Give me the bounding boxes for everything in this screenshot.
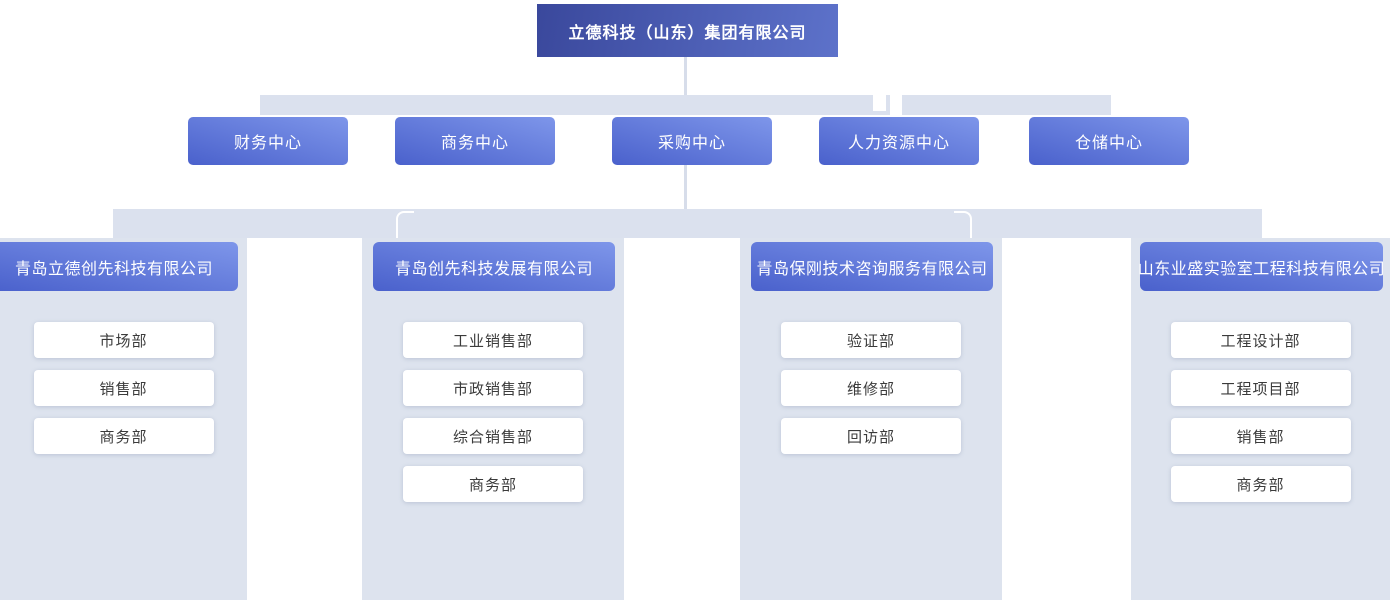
bracket-corner-right	[954, 211, 972, 239]
department-name: 工程项目部	[1220, 380, 1301, 398]
center-node-label: 仓储中心	[1074, 135, 1143, 152]
department-name: 工程设计部	[1220, 332, 1301, 350]
department-name: 综合销售部	[452, 428, 533, 446]
center-node-label: 商务中心	[440, 135, 509, 152]
center-node: 商务中心	[395, 117, 555, 165]
department-node: 维修部	[781, 370, 961, 406]
department-node: 商务部	[403, 466, 583, 502]
subsidiary-name: 青岛创先科技发展有限公司	[394, 260, 593, 278]
department-list: 工业销售部 市政销售部 综合销售部 商务部	[362, 322, 624, 502]
department-node: 市政销售部	[403, 370, 583, 406]
department-list: 市场部 销售部 商务部	[0, 322, 247, 454]
department-node: 销售部	[1170, 418, 1351, 454]
department-node: 验证部	[781, 322, 961, 358]
department-node: 市场部	[33, 322, 214, 358]
org-root-label: 立德科技（山东）集团有限公司	[568, 24, 807, 42]
department-name: 维修部	[846, 380, 895, 398]
department-node: 回访部	[781, 418, 961, 454]
department-name: 工业销售部	[452, 332, 533, 350]
connector-root-to-centers	[684, 57, 687, 96]
org-root-node: 立德科技（山东）集团有限公司	[537, 4, 838, 57]
connector-centers-to-subsidiaries	[684, 165, 687, 210]
department-list: 工程设计部 工程项目部 销售部 商务部	[1131, 322, 1390, 502]
department-name: 销售部	[1236, 428, 1285, 446]
subsidiary-node: 青岛创先科技发展有限公司	[373, 242, 615, 291]
center-node: 仓储中心	[1029, 117, 1189, 165]
subsidiary-node: 青岛保刚技术咨询服务有限公司	[751, 242, 993, 291]
department-name: 商务部	[468, 476, 517, 494]
department-node: 综合销售部	[403, 418, 583, 454]
department-name: 市场部	[99, 332, 148, 350]
subsidiaries-connector-band	[113, 209, 1262, 239]
centers-connector-band	[260, 95, 1111, 115]
subsidiary-name: 山东业盛实验室工程科技有限公司	[1137, 260, 1386, 278]
band-white-artifact	[873, 95, 886, 111]
center-node-label: 采购中心	[657, 135, 726, 152]
department-node: 商务部	[33, 418, 214, 454]
department-name: 回访部	[846, 428, 895, 446]
department-list: 验证部 维修部 回访部	[740, 322, 1002, 454]
department-name: 验证部	[846, 332, 895, 350]
center-node: 人力资源中心	[819, 117, 979, 165]
department-node: 工业销售部	[403, 322, 583, 358]
department-node: 销售部	[33, 370, 214, 406]
department-name: 商务部	[1236, 476, 1285, 494]
department-node: 工程设计部	[1170, 322, 1351, 358]
bracket-corner-left	[396, 211, 414, 239]
center-node-label: 财务中心	[233, 135, 302, 152]
department-name: 销售部	[99, 380, 148, 398]
subsidiary-node: 山东业盛实验室工程科技有限公司	[1137, 242, 1386, 291]
subsidiary-node: 青岛立德创先科技有限公司	[0, 242, 238, 291]
center-node: 采购中心	[612, 117, 772, 165]
subsidiary-name: 青岛保刚技术咨询服务有限公司	[756, 260, 988, 278]
department-name: 市政销售部	[452, 380, 533, 398]
band-white-artifact	[890, 95, 902, 115]
center-node-label: 人力资源中心	[847, 135, 950, 152]
center-node: 财务中心	[188, 117, 348, 165]
department-name: 商务部	[99, 428, 148, 446]
subsidiary-name: 青岛立德创先科技有限公司	[14, 260, 213, 278]
department-node: 商务部	[1170, 466, 1351, 502]
department-node: 工程项目部	[1170, 370, 1351, 406]
